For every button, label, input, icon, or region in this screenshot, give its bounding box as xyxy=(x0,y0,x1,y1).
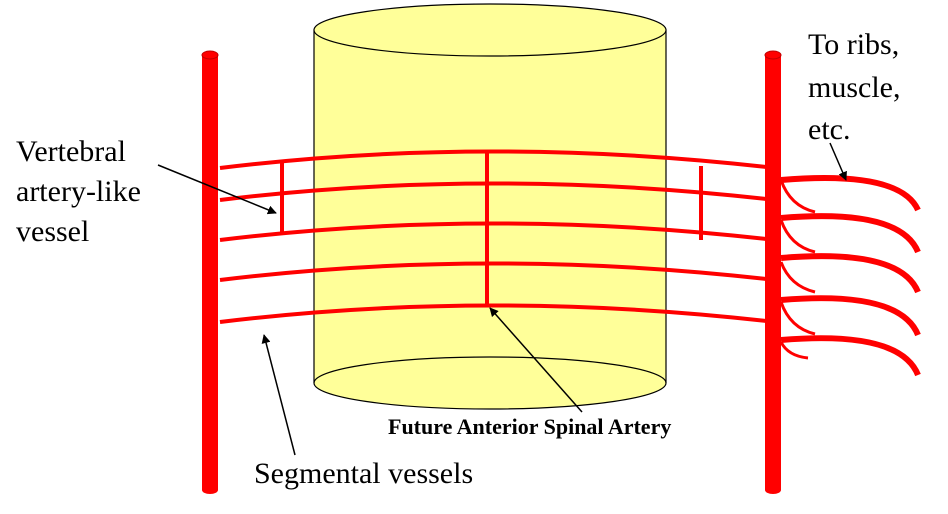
rib-branches xyxy=(779,175,921,377)
left-aorta-column xyxy=(201,50,219,494)
segmental-vessel-1 xyxy=(219,149,776,170)
rib-branch-1 xyxy=(780,175,921,212)
annotation-arrows xyxy=(157,142,847,456)
spinal-cord-cylinder xyxy=(313,3,667,410)
vertical-anastomoses xyxy=(280,150,703,306)
segmental-vessels-label: Segmental vessels xyxy=(254,457,474,490)
ribs-label-line-2: muscle, xyxy=(808,71,901,104)
ribs-arrow xyxy=(829,142,847,181)
rib-branch-origin-1 xyxy=(779,179,816,214)
ribs-label-line-3: etc. xyxy=(808,113,851,146)
rib-branch-5 xyxy=(780,335,921,377)
rib-branch-3 xyxy=(780,253,921,294)
ribs-label-line-1: To ribs, xyxy=(808,28,900,61)
segmental-vessels xyxy=(219,149,776,324)
segmental-vessel-5 xyxy=(219,303,776,324)
segmental-vessel-3 xyxy=(219,221,776,242)
vertebral-label-line-2: artery-like xyxy=(16,175,141,208)
right-aorta-column xyxy=(764,50,782,494)
vertebral-arrow xyxy=(157,164,277,215)
rib-branch-origin-4 xyxy=(779,301,816,336)
rib-branch-2 xyxy=(780,213,921,254)
anterior-spinal-arrow xyxy=(489,307,583,413)
segmental-arrow xyxy=(261,334,296,456)
anterior-spinal-artery-label: Future Anterior Spinal Artery xyxy=(388,414,672,439)
rib-branch-origin-2 xyxy=(779,219,816,254)
rib-branch-4 xyxy=(780,295,921,337)
rib-branch-origin-5 xyxy=(779,341,809,360)
vertebral-label-line-3: vessel xyxy=(16,215,90,248)
segmental-vessel-4 xyxy=(219,261,776,282)
vertebral-label-line-1: Vertebral xyxy=(16,135,126,168)
segmental-vessel-2 xyxy=(219,181,776,202)
rib-branch-origin-3 xyxy=(779,261,816,294)
